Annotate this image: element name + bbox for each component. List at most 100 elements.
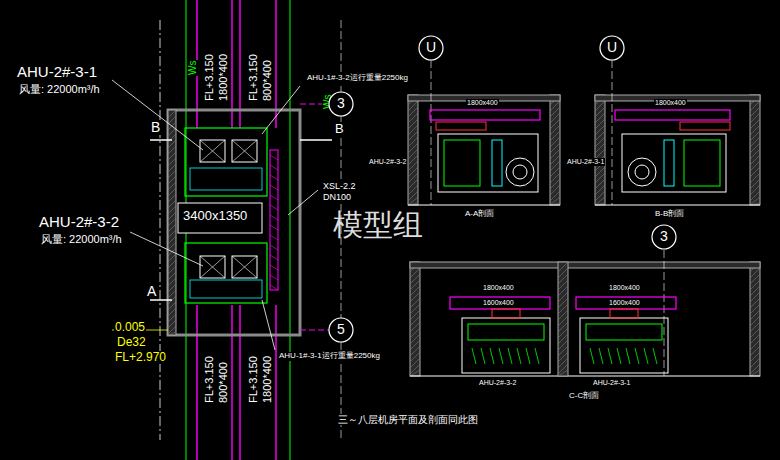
wall-hatch — [595, 131, 605, 141]
riser-mark — [270, 205, 278, 210]
wall-hatch — [408, 179, 418, 189]
bubble-circle — [419, 36, 443, 60]
wall-hatch — [410, 346, 420, 356]
drawing-label: B-B剖面 — [654, 210, 685, 219]
wall-hatch — [410, 352, 420, 362]
wall-hatch — [750, 370, 760, 376]
coil-fin — [608, 348, 612, 364]
wall-hatch — [558, 316, 568, 326]
wall-hatch — [558, 304, 568, 314]
grid-axis — [431, 60, 432, 205]
wall-section — [750, 262, 760, 376]
wall-hatch — [750, 298, 760, 308]
grid-bubble: 3 — [328, 91, 354, 117]
wall-hatch — [750, 274, 760, 284]
grid-axis — [612, 60, 613, 205]
wall-hatch — [750, 304, 760, 314]
wall-section — [550, 95, 560, 205]
duct-collar — [492, 309, 520, 318]
drawing-label: XSL-2.2 — [322, 182, 357, 192]
wall-hatch — [750, 334, 760, 344]
wall-section — [558, 262, 568, 376]
fan-box — [200, 140, 225, 162]
wall-hatch — [750, 191, 760, 201]
wall-hatch — [750, 119, 760, 129]
wall-hatch — [750, 161, 760, 171]
wall-hatch — [410, 340, 420, 350]
wall-hatch — [750, 131, 760, 141]
wall-hatch — [550, 191, 560, 201]
wall-hatch — [168, 332, 176, 335]
wall-hatch — [410, 304, 420, 314]
wall-hatch — [408, 161, 418, 171]
leader-line — [288, 190, 318, 215]
wall-hatch — [410, 358, 420, 368]
section-cut — [150, 299, 172, 301]
wall-hatch — [550, 161, 560, 171]
wall-hatch — [750, 316, 760, 326]
coil-fin — [526, 348, 530, 364]
coil-section — [444, 140, 480, 186]
coil-section — [468, 324, 544, 340]
wall-hatch — [750, 167, 760, 177]
wall-hatch — [408, 125, 418, 135]
wall-hatch — [595, 107, 605, 117]
wall-hatch — [750, 185, 760, 195]
grid-number: 3 — [660, 229, 668, 244]
wall-hatch — [410, 334, 420, 344]
wall-hatch — [550, 173, 560, 183]
wall-hatch — [558, 292, 568, 302]
wall-hatch — [750, 137, 760, 147]
fan-box — [200, 256, 225, 278]
riser-mark — [270, 175, 278, 180]
wall-section — [750, 95, 760, 205]
wall-hatch — [550, 101, 560, 111]
wall-hatch — [410, 280, 420, 290]
wall-hatch — [595, 119, 605, 129]
drawing-label: De32 — [116, 336, 147, 349]
wall-hatch — [750, 322, 760, 332]
ahu-elevation — [622, 134, 726, 192]
coil-fin — [472, 348, 476, 364]
wall-hatch — [408, 191, 418, 201]
drawing-label: C-C剖面 — [568, 392, 600, 401]
fan-cross — [232, 256, 257, 278]
duct-edge — [275, 305, 276, 460]
section-cut — [150, 139, 172, 141]
duct-section — [450, 297, 550, 309]
drawing-label: 800*400 — [217, 361, 229, 404]
wall-hatch — [750, 352, 760, 362]
wall-hatch — [595, 137, 605, 147]
leader-line — [130, 232, 203, 266]
floor-line — [595, 204, 760, 205]
drawing-label: FL+2.970 — [114, 351, 167, 364]
coil-fin — [617, 348, 621, 364]
wall-hatch — [595, 143, 605, 153]
riser-mark — [270, 275, 278, 280]
coil-fin — [535, 348, 539, 364]
wall-hatch — [750, 197, 760, 205]
wall-hatch — [410, 370, 420, 376]
drawing-label: AHU-2#-3-1 — [566, 158, 605, 166]
wall-hatch — [558, 274, 568, 284]
drawing-label: FL+3.150 — [247, 53, 259, 102]
wall-hatch — [750, 364, 760, 374]
wall-hatch — [750, 155, 760, 165]
filter-section — [190, 280, 262, 298]
wall-hatch — [410, 316, 420, 326]
coil-fin — [626, 348, 630, 364]
ahu-elevation — [438, 134, 538, 192]
drawing-label: 风量: 22000m³/h — [40, 233, 123, 245]
coil-fin — [590, 348, 594, 364]
wall-hatch — [410, 364, 420, 374]
drawing-label: AHU-1#-3-1运行重量2250kg — [278, 352, 381, 361]
drawing-label: 1800*400 — [261, 355, 273, 404]
wall-hatch — [750, 292, 760, 302]
drawing-label: 1600x400 — [608, 299, 641, 307]
grid-line — [300, 330, 329, 331]
grid-bubble: 3 — [651, 224, 677, 250]
wall-hatch — [550, 167, 560, 177]
grid-bubble: 5 — [328, 317, 354, 343]
duct-collar — [610, 309, 638, 318]
